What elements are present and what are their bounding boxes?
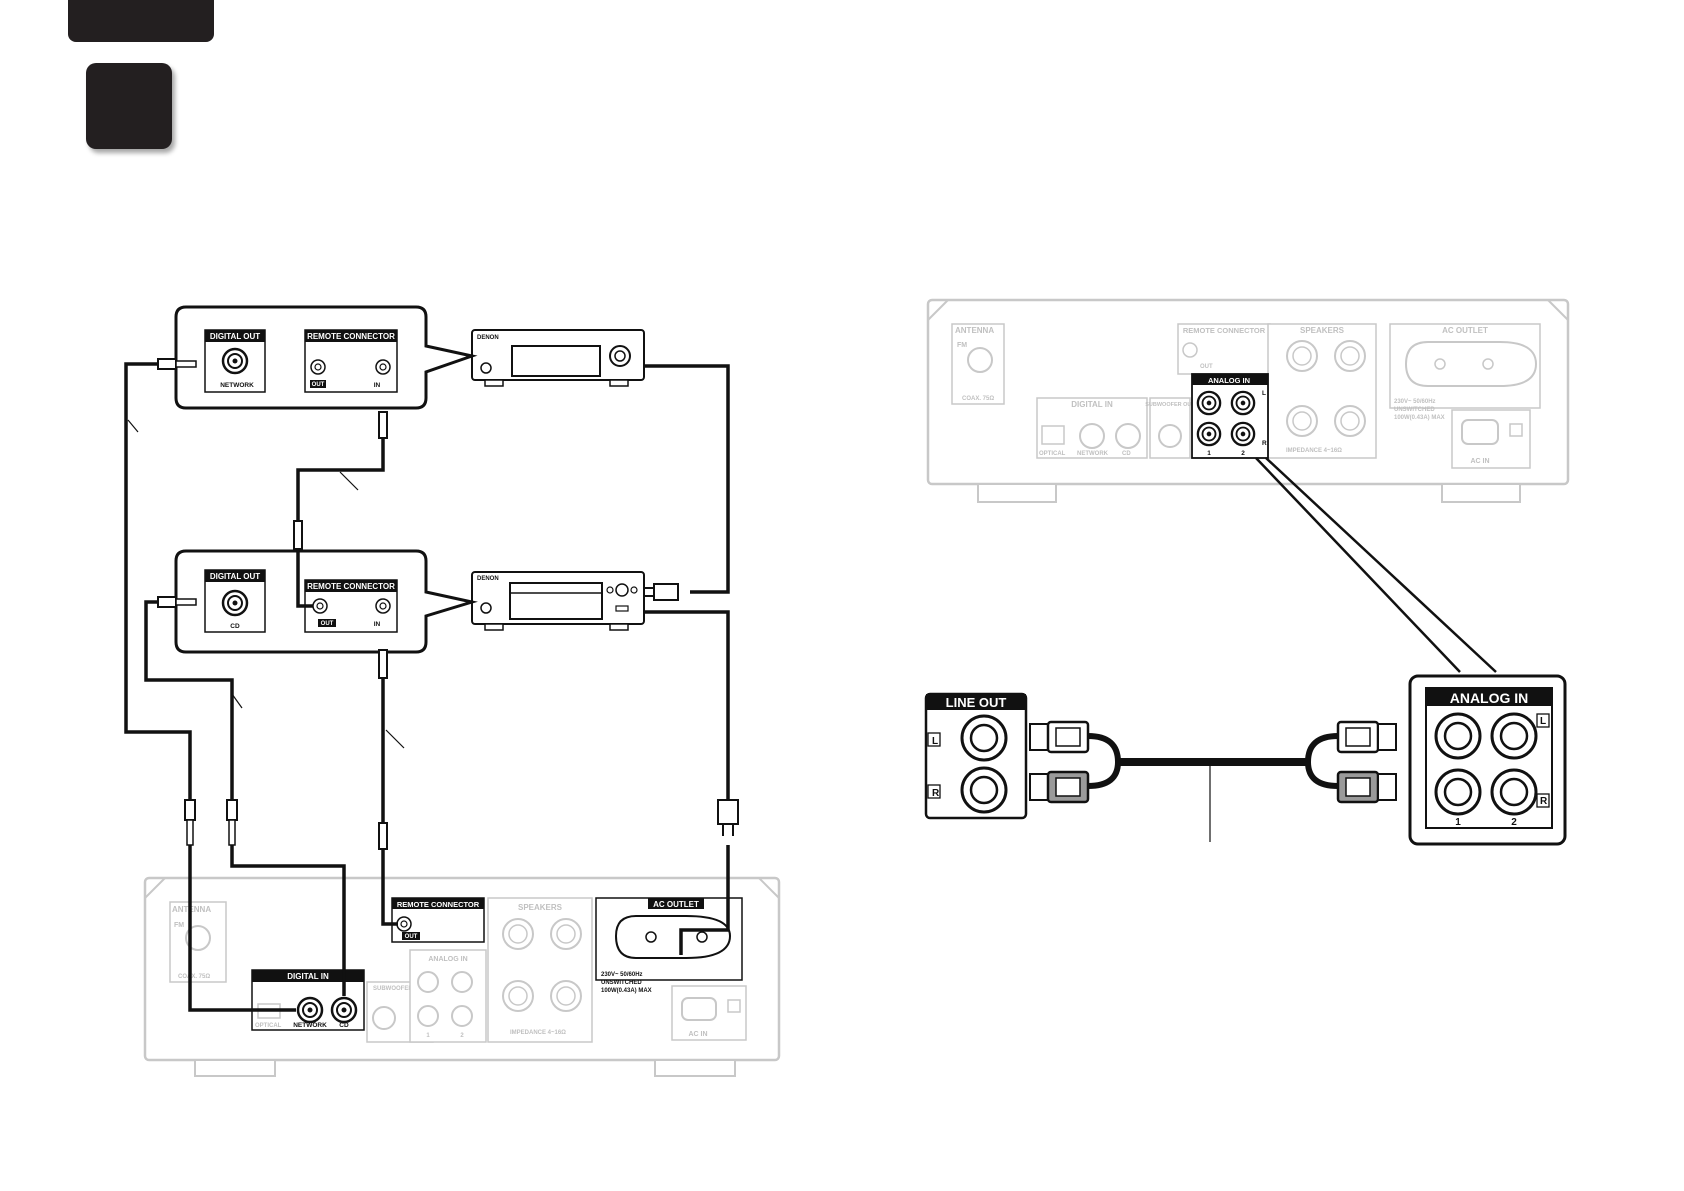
right-amp-ch1: 1: [1207, 450, 1211, 457]
amp-digital-in: DIGITAL IN OPTICAL NETWORK CD: [251, 969, 365, 1031]
rca-stereo-cable: [1029, 720, 1397, 842]
amp-network-label: NETWORK: [293, 1022, 327, 1029]
left-amp-impedance: IMPEDANCE 4~16Ω: [510, 1030, 566, 1036]
analog-in-inset-ch2: 2: [1511, 817, 1517, 828]
power-cord-cd: [644, 610, 730, 800]
amp-digital-in-label: DIGITAL IN: [287, 972, 329, 981]
analog-in-inset-ch1: 1: [1455, 817, 1461, 828]
right-amp-analog-in-panel: ANALOG IN L R 1 2: [1191, 373, 1269, 459]
right-amp-impedance: IMPEDANCE 4~16Ω: [1286, 448, 1342, 454]
left-amp-analog-in: ANALOG IN: [428, 956, 467, 963]
right-amp-remote-connector: REMOTE CONNECTOR: [1183, 326, 1266, 335]
right-amp-ac-spec-1: 230V~ 50/60Hz: [1394, 399, 1436, 405]
amp-ac-spec-2: UNSWITCHED: [601, 980, 642, 986]
cd-in-label: IN: [374, 621, 381, 628]
cd-digital-out-label: DIGITAL OUT: [210, 572, 260, 581]
network-remote-connector-label: REMOTE CONNECTOR: [307, 332, 395, 341]
right-amp-cd: CD: [1122, 451, 1131, 457]
network-rear-inset: DIGITAL OUT NETWORK REMOTE CONNECTOR OUT…: [174, 305, 478, 410]
network-out-label: OUT: [312, 382, 325, 388]
cd-label: CD: [230, 623, 240, 630]
right-amp-antenna: ANTENNA: [955, 326, 994, 335]
left-connectors: [157, 358, 739, 850]
right-amp-ac-outlet: AC OUTLET: [1442, 326, 1488, 335]
section-tab: [68, 0, 214, 42]
power-cord-network: [644, 364, 730, 594]
amp-remote-out-label: OUT: [405, 934, 418, 940]
right-amp-remote-out: OUT: [1200, 364, 1213, 370]
left-amp-subwoofer-out: SUBWOOFER OUT: [373, 986, 427, 992]
right-amp-coax: COAX. 75Ω: [962, 396, 994, 402]
analog-in-inset-label: ANALOG IN: [1450, 690, 1529, 706]
line-out-right: R: [932, 788, 940, 799]
amp-ac-outlet-label: AC OUTLET: [653, 900, 699, 909]
right-amp-ac-spec-2: UNSWITCHED: [1394, 407, 1435, 413]
network-in-label: IN: [374, 382, 381, 389]
left-amp-ch1: 1: [426, 1033, 430, 1039]
right-amp-subwoofer-out: SUBWOOFER OUT: [1145, 402, 1195, 408]
zoom-lines: [1255, 457, 1497, 673]
amp-optical-label: OPTICAL: [255, 1023, 282, 1029]
step-marker: [86, 63, 172, 149]
cd-remote-connector-label: REMOTE CONNECTOR: [307, 582, 395, 591]
right-amp-speakers: SPEAKERS: [1300, 326, 1345, 335]
left-leader-lines: [127, 419, 405, 749]
coax-cable-network: [124, 362, 192, 800]
line-out-panel: LINE OUT L R: [924, 692, 1028, 820]
analog-in-inset-right: R: [1540, 796, 1548, 807]
right-amp-optical: OPTICAL: [1039, 451, 1066, 457]
left-amp-fm: FM: [174, 922, 184, 929]
right-amp-network: NETWORK: [1077, 451, 1109, 457]
analog-in-inset: ANALOG IN L R 1 2: [1408, 674, 1567, 846]
amp-cd-label: CD: [339, 1022, 349, 1029]
right-amp-fm: FM: [957, 342, 967, 349]
left-amp-ch2: 2: [460, 1033, 464, 1039]
amp-remote-connector: REMOTE CONNECTOR OUT: [391, 897, 485, 943]
remote-cable-upper: [296, 412, 385, 521]
right-amp-digital-in: DIGITAL IN: [1071, 400, 1113, 409]
cd-player-brand: DENON: [477, 576, 499, 582]
network-digital-out-label: DIGITAL OUT: [210, 332, 260, 341]
cd-rear-inset: DIGITAL OUT CD REMOTE CONNECTOR OUT IN: [174, 549, 478, 654]
coax-cable-cd: [144, 600, 234, 800]
right-amp-ac-spec-3: 100W(0.43A) MAX: [1394, 415, 1445, 421]
network-label: NETWORK: [220, 382, 254, 389]
cd-player: DENON: [471, 571, 645, 631]
line-out-left: L: [932, 736, 938, 747]
cd-out-label: OUT: [321, 621, 334, 627]
right-amp-ch2: 2: [1241, 450, 1245, 457]
amp-ac-spec-1: 230V~ 50/60Hz: [601, 972, 643, 978]
amp-remote-connector-label: REMOTE CONNECTOR: [397, 900, 480, 909]
right-amp-ac-in: AC IN: [1470, 458, 1489, 465]
right-amp-left: L: [1262, 390, 1266, 397]
network-player-brand: DENON: [477, 335, 499, 341]
right-amp-right: R: [1262, 440, 1267, 447]
left-amp-coax: COAX. 75Ω: [178, 974, 210, 980]
line-out-label: LINE OUT: [946, 695, 1007, 710]
analog-in-inset-left: L: [1540, 716, 1546, 727]
left-amp-ac-in: AC IN: [688, 1031, 707, 1038]
right-amp-analog-in-label: ANALOG IN: [1208, 376, 1250, 385]
amp-ac-outlet: AC OUTLET 230V~ 50/60Hz UNSWITCHED 100W(…: [595, 897, 743, 994]
left-amp-speakers: SPEAKERS: [518, 903, 563, 912]
amp-ac-spec-3: 100W(0.43A) MAX: [601, 988, 652, 994]
network-player: DENON: [471, 329, 645, 387]
